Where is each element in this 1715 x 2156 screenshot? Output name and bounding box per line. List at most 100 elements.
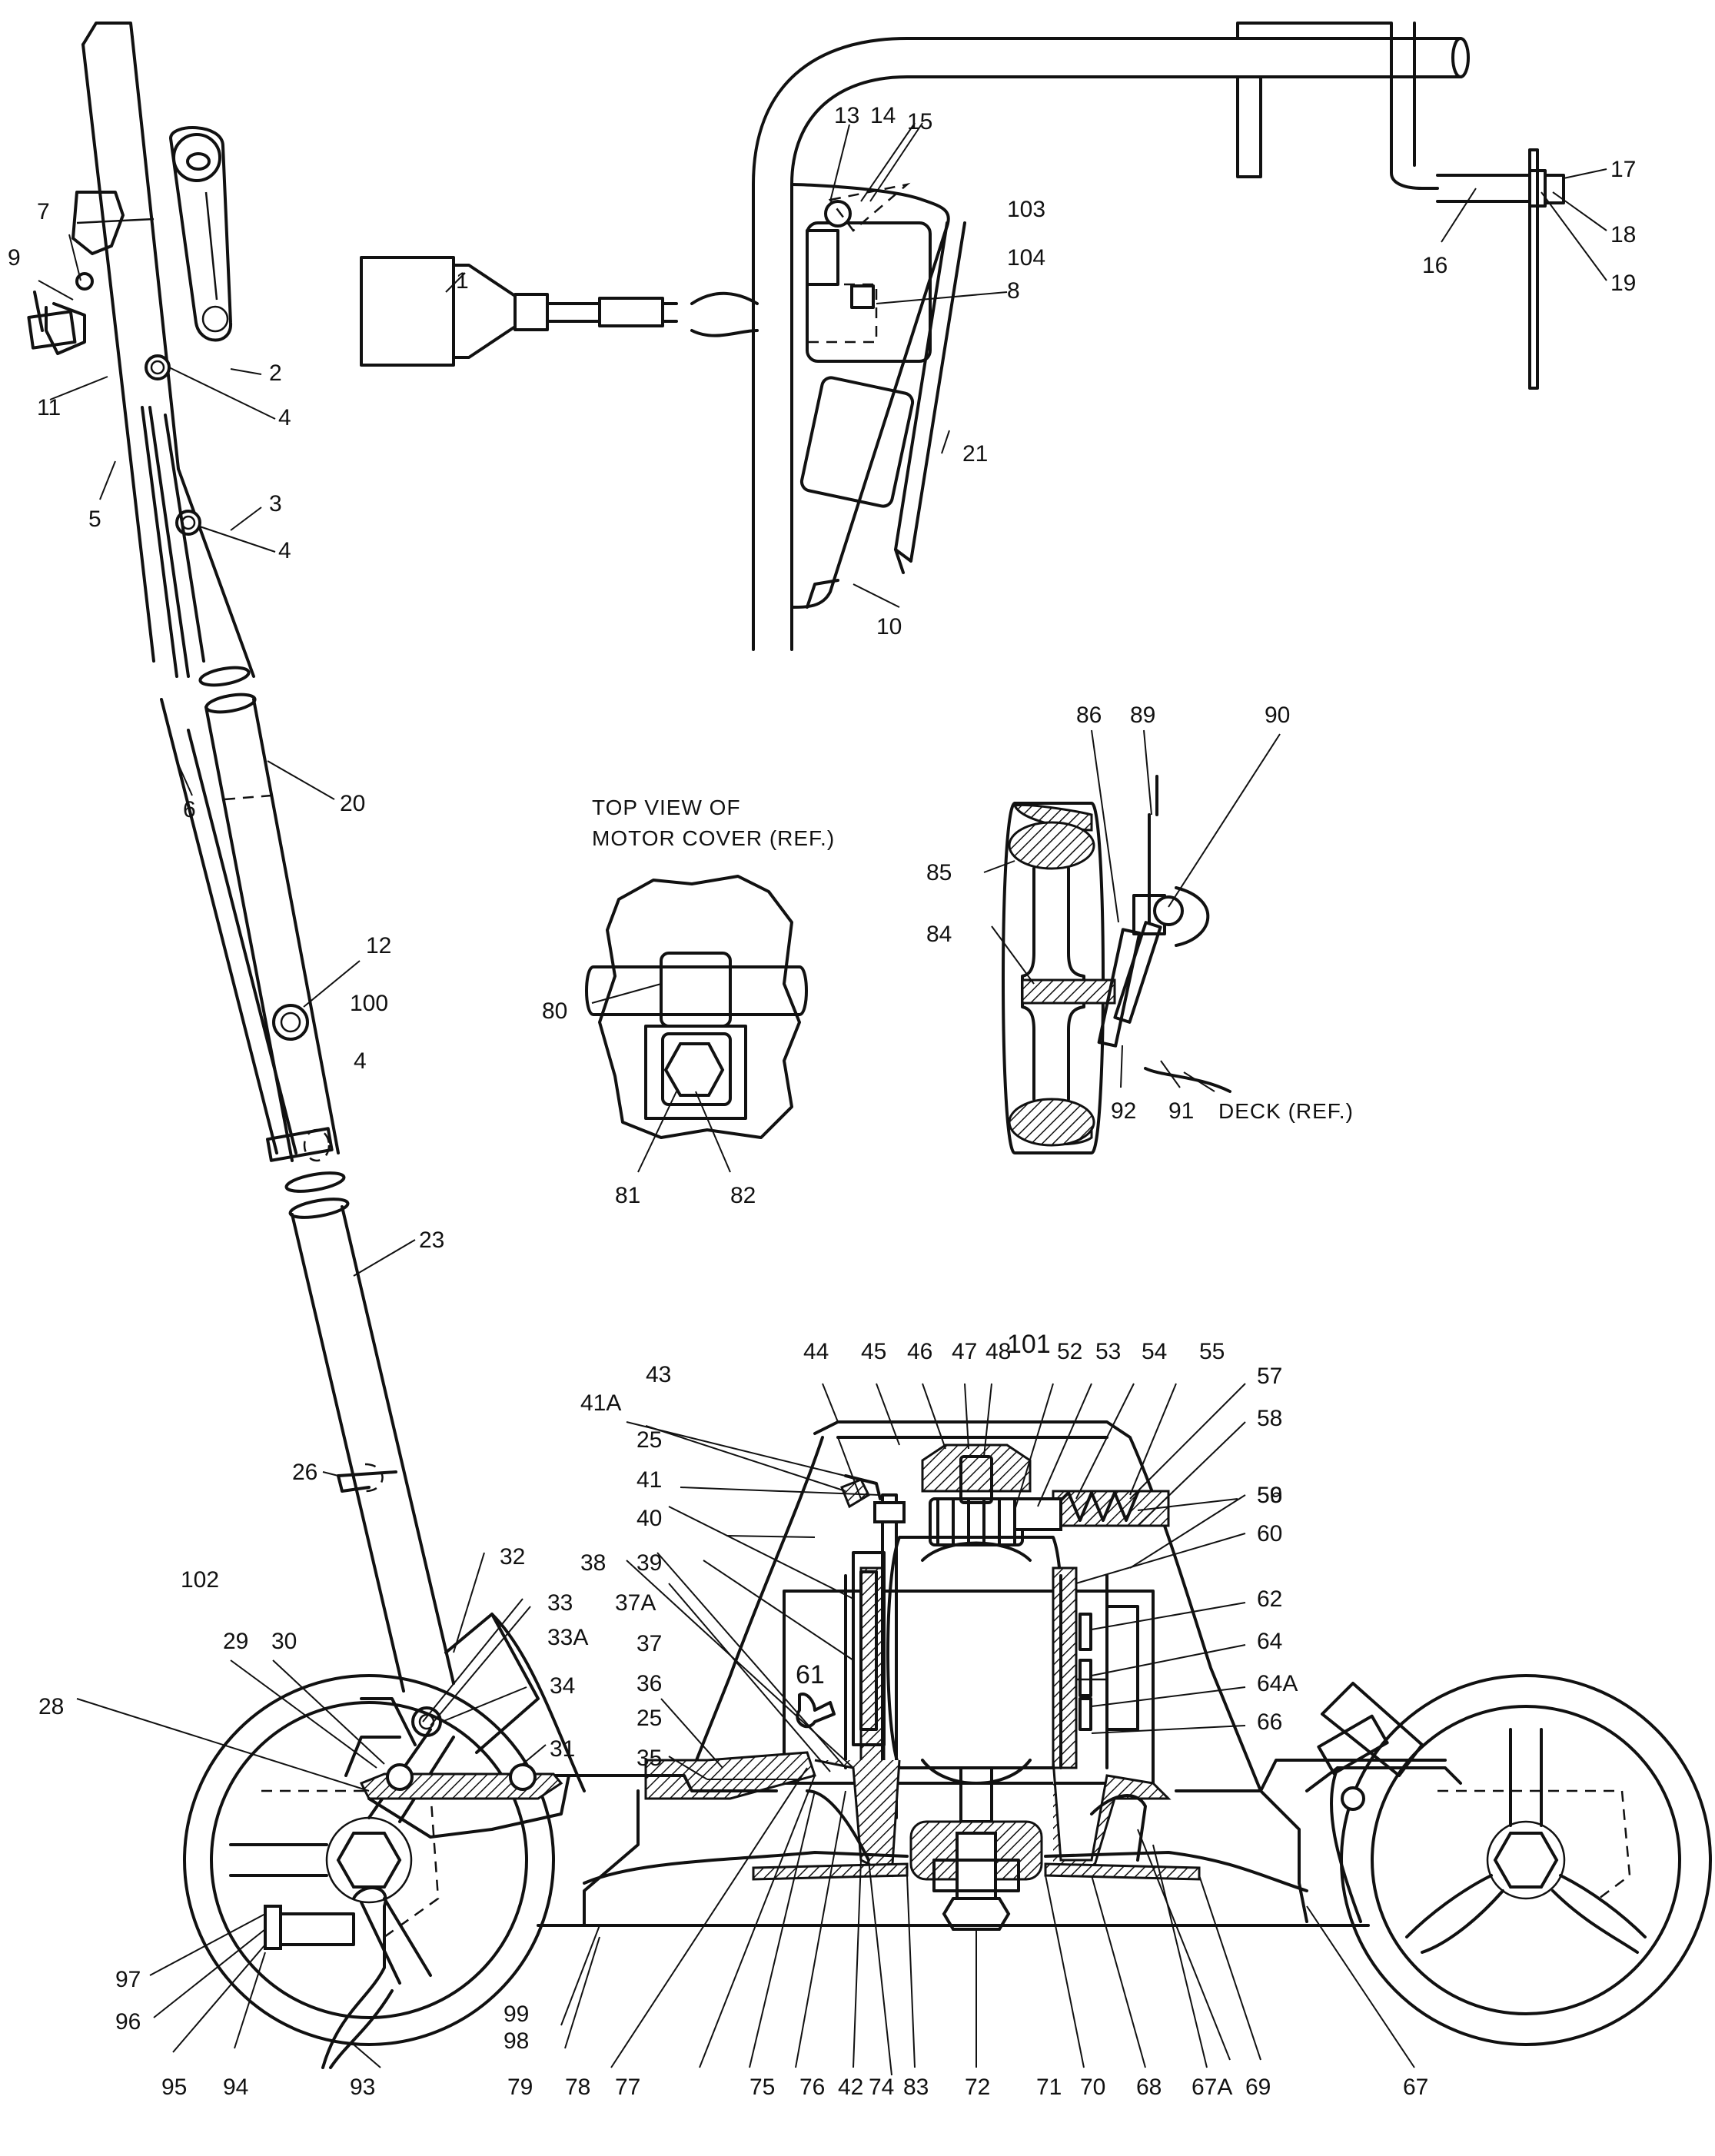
motor-cross-section: [537, 1420, 1447, 1931]
callout-69: 70: [1080, 2075, 1105, 2100]
callout-57: 58: [1257, 1406, 1282, 1431]
callout-100: 101: [1007, 1330, 1051, 1359]
callout-56: 57: [1257, 1364, 1282, 1389]
callout-77: 78: [565, 2075, 590, 2100]
callout-55: 56: [1257, 1483, 1282, 1508]
top-view-note-line2: MOTOR COVER (REF.): [592, 826, 835, 850]
callout-85: 86: [1076, 703, 1102, 728]
callout-41: 41: [636, 1467, 662, 1493]
callout-71: 72: [965, 2075, 990, 2100]
callout-78: 79: [507, 2075, 533, 2100]
callout-89: 90: [1265, 703, 1290, 728]
callout-53: 54: [1142, 1339, 1167, 1364]
top-view-motor-cover: [585, 875, 808, 1139]
callout-86: 89: [1130, 703, 1155, 728]
callout-30: 30: [271, 1629, 297, 1654]
callout-37a: 37A: [615, 1590, 656, 1616]
callout-52: 53: [1095, 1339, 1121, 1364]
top-view-note-line1: TOP VIEW OF: [592, 796, 741, 819]
callout-10: 10: [876, 614, 902, 639]
callout-37: 37: [636, 1631, 662, 1656]
callout-7: 7: [37, 199, 50, 224]
callout-16: 16: [1422, 253, 1447, 278]
handle-assembly: [27, 22, 586, 1792]
callout-15: 15: [907, 109, 932, 135]
cord-and-switch-housing: [360, 22, 1565, 651]
callout-8: 8: [1007, 278, 1020, 304]
screw-icon: [145, 354, 171, 380]
callout-39: 39: [636, 1550, 662, 1576]
callout-36: 36: [636, 1671, 662, 1696]
leader-lines: [38, 122, 1607, 2076]
callout-26: 26: [292, 1460, 317, 1485]
callout-58: 59: [1257, 1483, 1282, 1508]
callout-70: 71: [1036, 2075, 1062, 2100]
right-wheel: [1305, 1674, 1712, 2046]
callout-34: 34: [550, 1673, 575, 1699]
left-wheel: [183, 1674, 570, 2069]
callout-67a: 68: [1136, 2075, 1162, 2100]
callout-4: 4: [354, 1048, 367, 1074]
callout-21: 21: [962, 441, 988, 467]
callout-102: 103: [1007, 197, 1045, 222]
callout-99: 100: [350, 991, 388, 1016]
callout-51: 52: [1057, 1339, 1082, 1364]
callout-25: 25: [636, 1706, 662, 1731]
callout-45: 45: [861, 1339, 886, 1364]
callout-4: 4: [278, 538, 291, 563]
deck-ref-note: DECK (REF.): [1218, 1099, 1354, 1123]
callout-79: 80: [542, 998, 567, 1024]
callout-35: 35: [636, 1746, 662, 1771]
callout-18: 18: [1610, 222, 1636, 247]
callout-20: 20: [340, 791, 365, 816]
callout-93: 94: [223, 2075, 248, 2100]
callout-76: 77: [615, 2075, 640, 2100]
callout-14: 14: [870, 103, 896, 128]
callout-4: 4: [278, 405, 291, 430]
callout-66: 67: [1403, 2075, 1428, 2100]
callout-32: 32: [500, 1544, 525, 1570]
callout-61: 62: [1257, 1586, 1282, 1612]
callout-labels: 1 2 3 4 4 4 5 6 7 8 9 10 11 12 13 14 15 …: [8, 103, 1636, 2100]
callout-11: 11: [37, 395, 61, 420]
callout-42: 42: [838, 2075, 863, 2100]
callout-33a: 33A: [547, 1625, 588, 1650]
callout-41a: 41A: [580, 1390, 621, 1416]
callout-33: 33: [547, 1590, 573, 1616]
callout-103: 104: [1007, 245, 1045, 271]
callout-19: 19: [1610, 271, 1636, 296]
callout-59: 60: [1257, 1521, 1282, 1546]
callout-64a: 66: [1257, 1709, 1282, 1735]
callout-62: 64: [1257, 1629, 1282, 1654]
callout-48: 48: [985, 1339, 1011, 1364]
callout-25: 25: [636, 1427, 662, 1453]
callout-31: 31: [550, 1736, 575, 1762]
callout-96: 97: [115, 1967, 141, 1992]
callout-38: 38: [580, 1550, 606, 1576]
callout-84: 85: [926, 860, 952, 885]
callout-28: 28: [38, 1694, 64, 1719]
callout-2: 2: [269, 360, 282, 386]
callout-47: 47: [952, 1339, 977, 1364]
callout-13: 13: [834, 103, 859, 128]
callout-74: 75: [749, 2075, 775, 2100]
callout-95: 96: [115, 2009, 141, 2035]
callout-40: 40: [636, 1506, 662, 1531]
callout-5: 5: [88, 507, 101, 532]
callout-72: 74: [869, 2075, 894, 2100]
callout-12: 12: [366, 933, 391, 958]
callout-90: 91: [1168, 1098, 1194, 1124]
callout-83: 84: [926, 922, 952, 947]
callout-67: 67A: [1192, 2075, 1232, 2100]
callout-23: 23: [419, 1227, 444, 1253]
callout-3: 3: [269, 491, 282, 517]
callout-91: 92: [1111, 1098, 1136, 1124]
callout-46: 46: [907, 1339, 932, 1364]
callout-43: 43: [646, 1362, 671, 1387]
callout-9: 9: [8, 245, 21, 271]
callout-82: 83: [903, 2075, 929, 2100]
callout-81: 82: [730, 1183, 756, 1208]
callout-92: 93: [350, 2075, 375, 2100]
callout-68: 69: [1245, 2075, 1271, 2100]
